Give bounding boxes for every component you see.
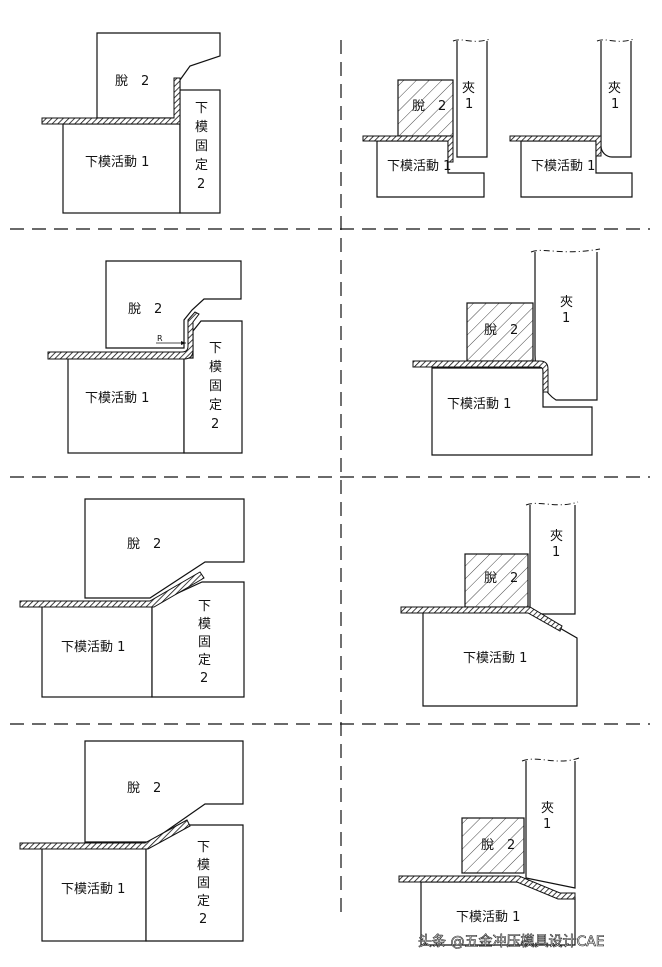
lower-die-fixed-char: 模 [209,360,222,375]
stripper-label: 脫 2 [128,302,162,317]
stripper-label: 脫 2 [127,537,161,552]
lower-die-moving-label: 下模活動 1 [61,640,125,655]
lower-die-fixed-char: 下 [197,840,210,855]
lower-die-moving-label: 下模活動 1 [531,159,595,174]
lower-die-fixed-char: 2 [199,912,207,927]
stripper-label: 脫 2 [484,571,518,586]
clamp-label: 1 [552,545,560,560]
lower-die-fixed-char: 固 [195,139,208,154]
stripper-label: 脫 2 [127,781,161,796]
clamp-break-line [530,248,601,253]
clamp-label: 1 [611,97,619,112]
sheet-metal [400,606,563,632]
panel-2-right: 脫 2 夾 1 下模活動 1 [412,248,601,456]
lower-die-moving-block [41,604,153,698]
sheet-metal [362,135,454,163]
lower-die-fixed-char: 定 [197,894,210,909]
lower-die-fixed-char: 下 [209,341,222,356]
radius-label: R [157,334,163,343]
stripper-block-hatched [466,302,534,362]
stripper-label: 脫 2 [484,323,518,338]
lower-die-fixed-char: 固 [197,876,210,891]
stripper-block [84,740,244,843]
lower-die-moving-block [62,123,181,214]
radius-arrow-icon [181,341,186,345]
lower-die-fixed-char: 模 [195,120,208,135]
stripper-label: 脫 2 [481,838,515,853]
clamp-block [525,761,576,889]
clamp-break-line [521,757,580,762]
stripper-block [84,498,245,599]
lower-die-moving-label: 下模活動 1 [456,910,520,925]
lower-die-fixed-char: 下 [195,101,208,116]
lower-die-fixed-char: 固 [198,635,211,650]
lower-die-moving-label: 下模活動 1 [85,391,149,406]
lower-die-fixed-char: 定 [209,398,222,413]
stripper-label: 脫 2 [115,74,149,89]
sheet-metal [398,875,576,900]
lower-die-fixed-char: 模 [198,617,211,632]
lower-die-fixed-char: 2 [197,177,205,192]
clamp-label: 1 [465,97,473,112]
lower-die-fixed-char: 2 [211,417,219,432]
lower-die-moving-label: 下模活動 1 [463,651,527,666]
watermark: 头条 @五金冲压模具设计CAE [418,933,605,950]
lower-die-fixed-char: 模 [197,858,210,873]
lower-die-moving-label: 下模活動 1 [85,155,149,170]
lower-die-fixed-block [179,89,221,214]
clamp-break-line [596,38,635,42]
panel-1-right: 脫 2 夾 1 下模活動 1 夾 1 下模活動 1 [362,38,635,198]
clamp-break-line [452,38,491,42]
stripper-block [105,260,242,349]
lower-die-moving-block [41,847,147,942]
sheet-metal [509,135,602,157]
panel-2-left: R 脫 2 下模活動 1 下 模 固 定 2 [47,260,243,454]
sheet-metal [19,819,191,850]
clamp-label: 夾 [550,529,563,544]
sheet-metal [41,77,181,125]
lower-die-fixed-block [151,581,245,698]
clamp-label: 夾 [608,81,621,96]
clamp-label: 夾 [462,81,475,96]
panel-4-left: 脫 2 下模活動 1 下 模 固 定 2 [19,740,244,942]
clamp-label: 1 [543,817,551,832]
panel-1-left: 脫 2 下模活動 1 下 模 固 定 2 [41,32,221,214]
lower-die-fixed-char: 固 [209,379,222,394]
clamp-block [529,505,576,615]
stripper-label: 脫 2 [412,99,446,114]
sheet-metal [412,360,549,393]
clamp-label: 夾 [541,801,554,816]
lower-die-moving-label: 下模活動 1 [447,397,511,412]
sheet-metal [19,571,205,608]
sheet-metal [47,311,200,360]
panel-3-left: 脫 2 下模活動 1 下 模 固 定 2 [19,498,245,698]
stripper-block-hatched [397,79,454,137]
clamp-label: 夾 [560,295,573,310]
lower-die-fixed-char: 下 [198,599,211,614]
clamp-label: 1 [562,311,570,326]
lower-die-fixed-char: 2 [200,671,208,686]
clamp-break-line [525,501,579,506]
stripper-block-hatched [461,817,525,874]
lower-die-fixed-char: 定 [198,653,211,668]
lower-die-fixed-char: 定 [195,158,208,173]
clamp-block [456,41,488,158]
lower-die-moving-label: 下模活動 1 [61,882,125,897]
panel-4-right: 脫 2 夾 1 下模活動 1 [398,757,580,946]
panel-3-right: 脫 2 夾 1 下模活動 1 [400,501,579,707]
lower-die-moving-label: 下模活動 1 [387,159,451,174]
